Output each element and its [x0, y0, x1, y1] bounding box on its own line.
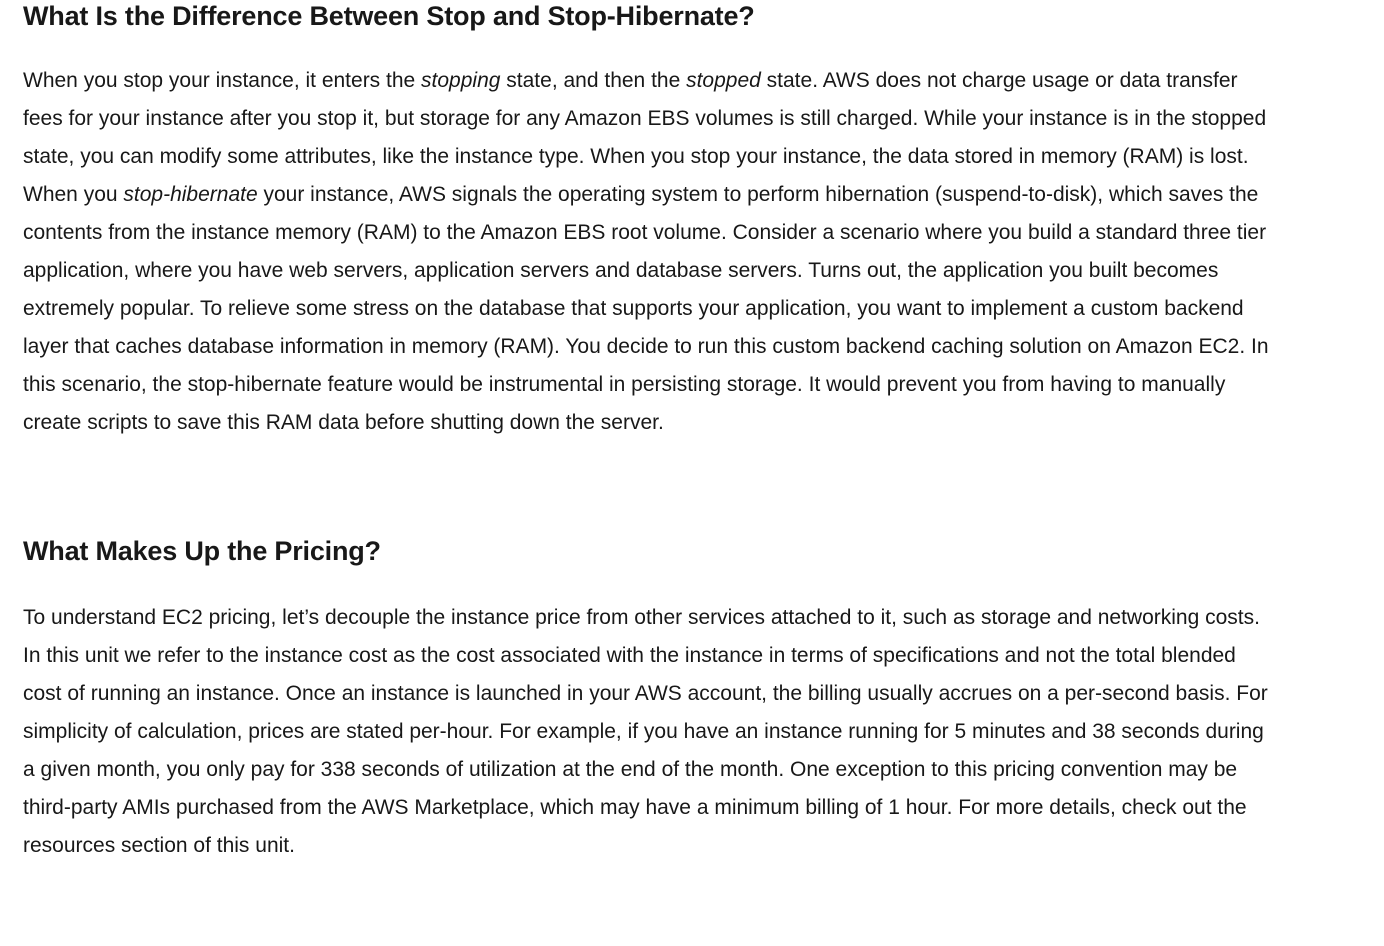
paragraph-text: your instance, AWS signals the operating… — [23, 183, 1269, 434]
section-heading-pricing: What Makes Up the Pricing? — [23, 536, 381, 566]
paragraph-text: state. AWS does not charge usage or data… — [23, 69, 1267, 206]
emphasis-stopping: stopping — [421, 69, 501, 92]
emphasis-stopped: stopped — [686, 69, 761, 92]
paragraph-text: When you stop your instance, it enters t… — [23, 69, 422, 92]
paragraph-text: state, and then the — [500, 69, 687, 92]
section-paragraph-pricing: To understand EC2 pricing, let’s decoupl… — [23, 599, 1278, 865]
paragraph-text: To understand EC2 pricing, let’s decoupl… — [23, 606, 1268, 857]
section-paragraph-stop-vs-hibernate: When you stop your instance, it enters t… — [23, 62, 1273, 442]
section-heading-stop-vs-hibernate: What Is the Difference Between Stop and … — [23, 1, 755, 31]
emphasis-stop-hibernate: stop-hibernate — [123, 183, 258, 206]
